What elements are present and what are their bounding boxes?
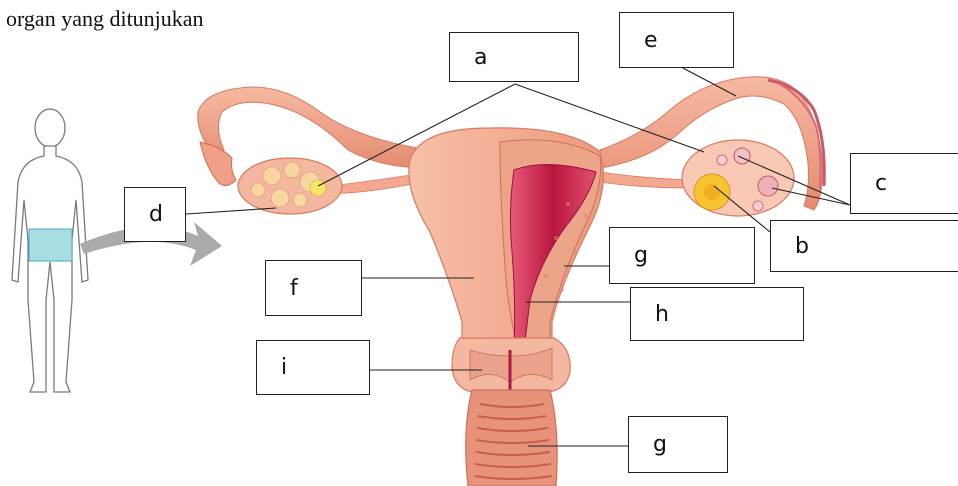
label-box-i[interactable]: i (256, 340, 370, 395)
leader-d (186, 208, 276, 214)
label-f-text: f (290, 276, 298, 301)
label-box-h[interactable]: h (630, 287, 804, 341)
label-h-text: h (655, 302, 669, 327)
label-g-upper-text: g (634, 243, 648, 268)
label-d-text: d (149, 202, 163, 227)
label-box-f[interactable]: f (265, 260, 362, 316)
label-i-text: i (281, 355, 287, 380)
label-box-a[interactable]: a (449, 32, 579, 82)
label-box-g-upper[interactable]: g (609, 227, 755, 284)
left-fimbriae (200, 142, 236, 186)
left-fallopian-tube (198, 87, 430, 168)
label-box-c[interactable]: c (850, 153, 958, 214)
label-box-d[interactable]: d (124, 187, 186, 242)
pelvic-region-highlight (29, 229, 72, 261)
label-box-b[interactable]: b (770, 220, 958, 272)
label-b-text: b (795, 234, 809, 259)
label-c-text: c (875, 171, 887, 196)
label-a-text: a (474, 45, 487, 70)
label-box-e[interactable]: e (619, 12, 734, 68)
label-box-g-lower[interactable]: g (628, 416, 728, 473)
label-g-lower-text: g (653, 432, 667, 457)
label-e-text: e (644, 28, 658, 53)
